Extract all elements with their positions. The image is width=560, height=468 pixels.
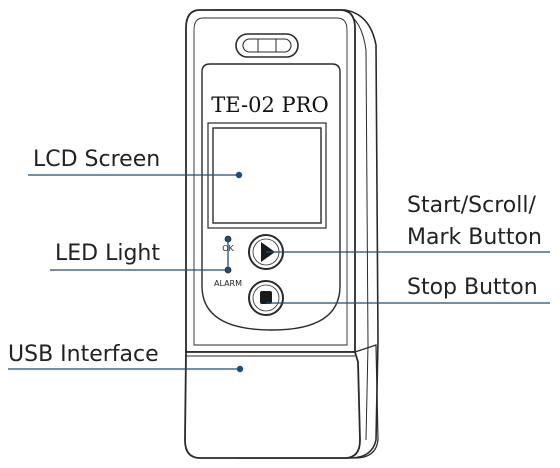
callout-stop-button: Stop Button [407,275,538,300]
usb-cap [184,351,361,459]
led-alarm-label: ALARM [214,279,242,288]
device-body-inner-rim [193,17,348,346]
stop-button[interactable] [248,280,284,316]
leader-lines [8,171,550,373]
callout-start-button-line1: Start/Scroll/ [407,193,536,218]
lanyard-slot [235,33,299,58]
callout-start-button-line2: Mark Button [407,225,542,250]
callout-usb-interface: USB Interface [8,342,159,367]
callout-led-light: LED Light [55,241,160,266]
stop-square-icon [260,291,272,304]
usb-cap-side [354,344,379,459]
leader-usb-interface-dot [236,365,244,373]
leader-lcd-screen-dot [235,171,243,179]
model-name: TE-02 PRO [211,93,328,117]
callout-lcd-screen: LCD Screen [33,147,160,172]
